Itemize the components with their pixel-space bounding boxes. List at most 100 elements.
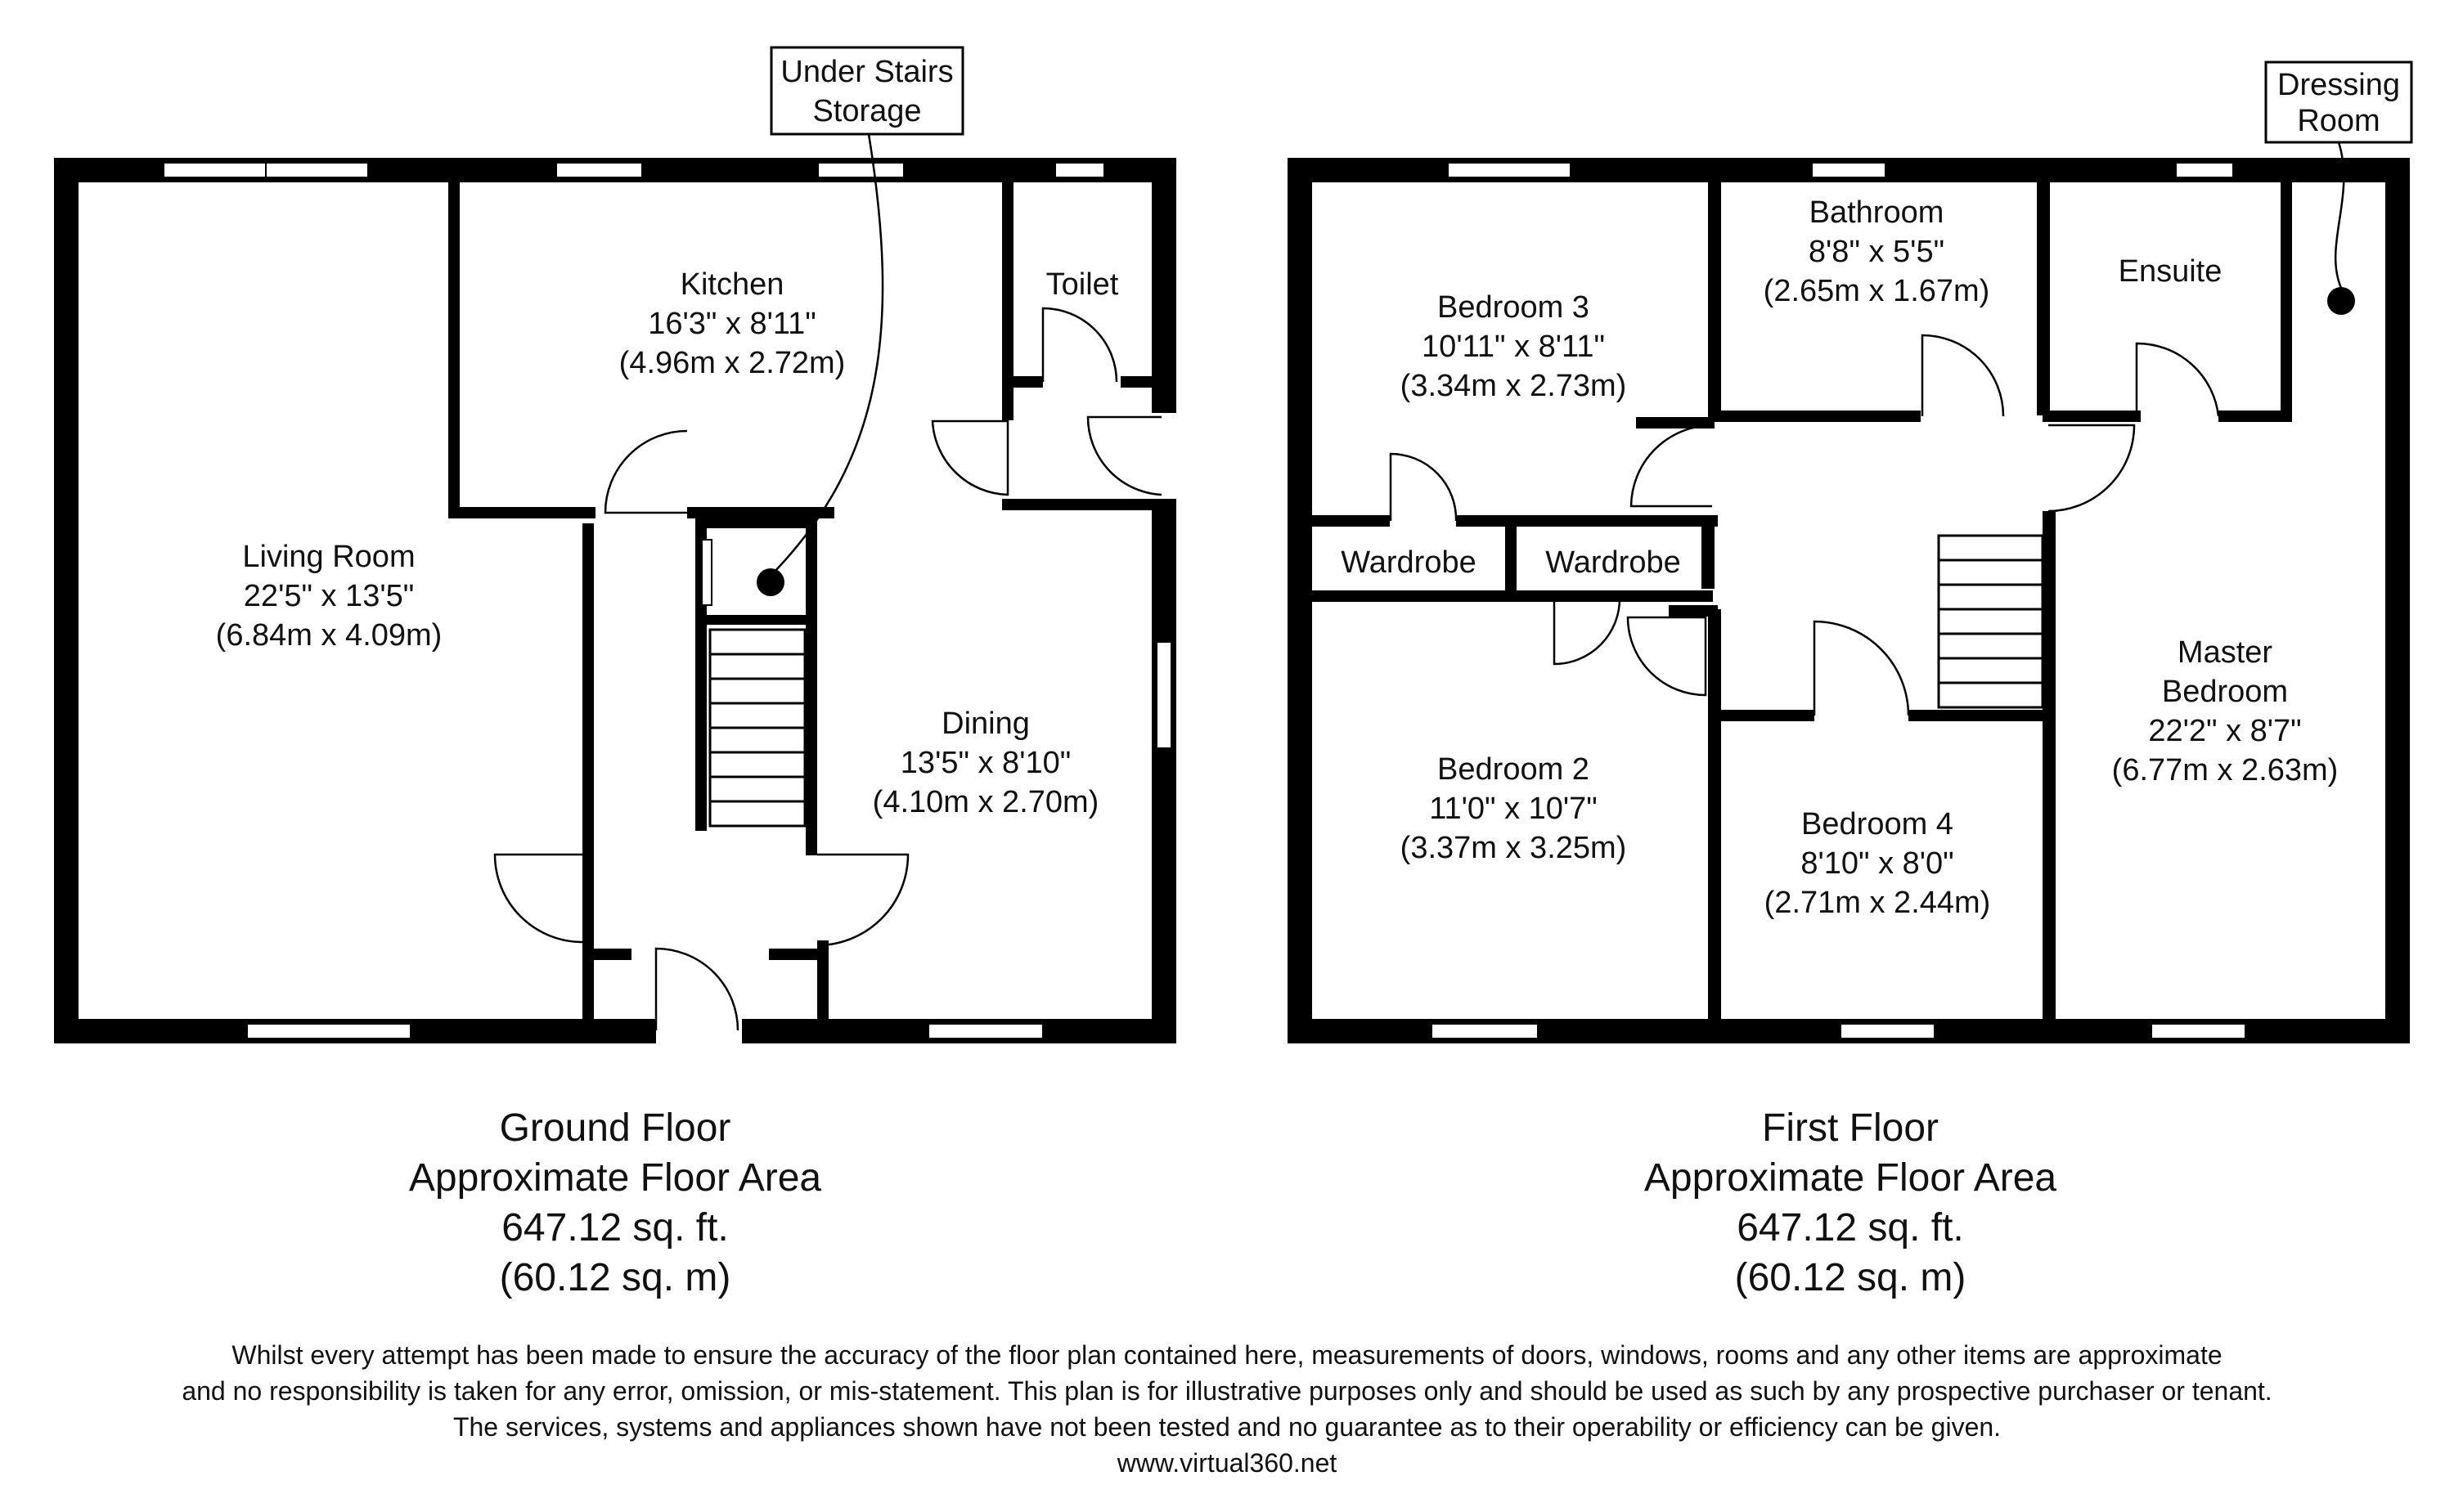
master-bedroom-name2: Bedroom (2162, 675, 2288, 709)
ensuite-name: Ensuite (2119, 254, 2223, 289)
toilet-bottom-wall (1121, 376, 1153, 388)
under-stairs-callout-line1: Under Stairs (780, 55, 953, 89)
window (2175, 162, 2234, 178)
bedroom4-top-wall (1708, 710, 1814, 721)
bedroom3-label: Bedroom 3 10'11" x 8'11" (3.34m x 2.73m) (1400, 290, 1627, 403)
wardrobe-divider (1505, 523, 1517, 599)
under-stairs-leader-line (773, 133, 884, 573)
stair-treads (1939, 559, 2043, 684)
disclaimer: Whilst every attempt has been made to en… (182, 1340, 2272, 1478)
bedroom2-door (1626, 616, 1707, 697)
first-right-wall (2385, 158, 2410, 1043)
dining-left-wall (817, 940, 829, 1022)
master-door (2047, 424, 2136, 513)
bathroom-label: Bathroom 8'8" x 5'5" (2.65m x 1.67m) (1764, 195, 1990, 308)
living-room-dims-imperial: 22'5" x 13'5" (244, 579, 414, 613)
bathroom-door (1921, 334, 2005, 417)
wardrobe1-name: Wardrobe (1341, 545, 1476, 580)
kitchen-label: Kitchen 16'3" x 8'11" (4.96m x 2.72m) (619, 267, 846, 380)
disclaimer-line2: and no responsibility is taken for any e… (182, 1376, 2272, 1406)
dining-dims-imperial: 13'5" x 8'10" (901, 746, 1071, 780)
master-bedroom-dims-imperial: 22'2" x 8'7" (2148, 714, 2301, 748)
window (817, 162, 905, 178)
window (555, 162, 643, 178)
master-bedroom-dims-metric: (6.77m x 2.63m) (2112, 753, 2339, 787)
ground-floor-caption: Ground Floor Approximate Floor Area 647.… (409, 1106, 822, 1299)
ground-floor-area-sqm: (60.12 sq. m) (500, 1256, 731, 1299)
front-door (654, 947, 739, 1031)
website-link[interactable]: www.virtual360.net (1117, 1448, 1337, 1478)
window (1447, 162, 1571, 178)
bedroom4-dims-metric: (2.71m x 2.44m) (1764, 886, 1991, 920)
bedroom4-top-wall (1908, 710, 2047, 721)
window (163, 162, 267, 178)
ensuite-bottom-wall (2043, 411, 2141, 422)
storage-marker (757, 568, 784, 596)
master-bedroom-label: Master Bedroom 22'2" x 8'7" (6.77m x 2.6… (2112, 635, 2339, 787)
ground-floor-title: Ground Floor (500, 1106, 731, 1150)
side-door (1086, 415, 1162, 496)
living-room-name: Living Room (242, 540, 415, 574)
kitchen-bottom-wall (448, 507, 596, 518)
dressing-left-wall (2281, 182, 2292, 420)
dressing-room-callout-box (2264, 61, 2413, 144)
dining-door (931, 420, 1009, 496)
staircase (1937, 534, 2044, 709)
bathroom-bottom-wall (1708, 411, 1921, 422)
first-floor-area-label: Approximate Floor Area (1644, 1156, 2057, 1200)
bedroom2-dims-metric: (3.37m x 3.25m) (1400, 831, 1627, 865)
dining-name: Dining (942, 707, 1030, 741)
ground-floor-plan: Kitchen 16'3" x 8'11" (4.96m x 2.72m) To… (54, 46, 1178, 1299)
window (265, 162, 369, 178)
toilet-bottom-wall (1002, 376, 1043, 388)
bedroom4-label: Bedroom 4 8'10" x 8'0" (2.71m x 2.44m) (1764, 807, 1991, 920)
porch-wall (582, 949, 631, 960)
bedroom2-right-wall (1708, 609, 1721, 1022)
bedroom3-name: Bedroom 3 (1437, 290, 1589, 325)
wardrobe-top-wall (1456, 515, 1718, 527)
wardrobe2-door (1553, 596, 1621, 666)
wardrobe2-name: Wardrobe (1545, 545, 1680, 580)
window (1054, 162, 1105, 178)
first-floor-area-sqft: 647.12 sq. ft. (1737, 1206, 1964, 1250)
toilet-left-wall (1002, 182, 1014, 387)
ground-floor-area-label: Approximate Floor Area (409, 1156, 822, 1200)
first-floor-title: First Floor (1762, 1106, 1939, 1150)
window (1811, 162, 1886, 178)
storage-bottom-wall (695, 615, 817, 625)
bathroom-dims-imperial: 8'8" x 5'5" (1809, 235, 1944, 269)
first-left-wall (1288, 158, 1312, 1043)
kitchen-name: Kitchen (681, 267, 784, 302)
ensuite-bottom-wall (2218, 411, 2292, 422)
dressing-room-marker (2327, 287, 2355, 315)
bedroom3-door (1629, 424, 1713, 508)
stair-treads (710, 653, 805, 803)
bedroom3-dims-metric: (3.34m x 2.73m) (1400, 369, 1627, 403)
window (1156, 641, 1172, 749)
lobby-wall (1002, 388, 1014, 420)
window (1840, 1023, 1935, 1039)
bedroom2-dims-imperial: 11'0" x 10'7" (1429, 792, 1598, 826)
front-door-opening (656, 1017, 742, 1045)
bedroom2-label: Bedroom 2 11'0" x 10'7" (3.37m x 3.25m) (1400, 752, 1627, 865)
hall-left-wall (582, 523, 594, 1024)
porch-wall (769, 949, 818, 960)
window (928, 1023, 1044, 1039)
stair-right-wall (806, 518, 817, 855)
storage-top-wall (695, 518, 817, 528)
under-stairs-callout-line2: Storage (812, 94, 921, 128)
bedroom3-bottom-wall (1636, 417, 1715, 428)
toilet-name: Toilet (1046, 267, 1119, 302)
kitchen-door (604, 429, 688, 514)
dressing-room-callout-line1: Dressing (2277, 68, 2400, 102)
dining-dims-metric: (4.10m x 2.70m) (873, 785, 1099, 819)
dressing-room-callout-line2: Room (2297, 104, 2380, 138)
first-floor-plan: Bedroom 3 10'11" x 8'11" (3.34m x 2.73m)… (1288, 61, 2413, 1299)
storage-door (701, 539, 712, 606)
disclaimer-line1: Whilst every attempt has been made to en… (231, 1340, 2222, 1370)
ensuite-door (2135, 342, 2220, 417)
dressing-room-leader-line (2335, 141, 2345, 289)
living-door (493, 853, 583, 944)
window (2151, 1023, 2246, 1039)
